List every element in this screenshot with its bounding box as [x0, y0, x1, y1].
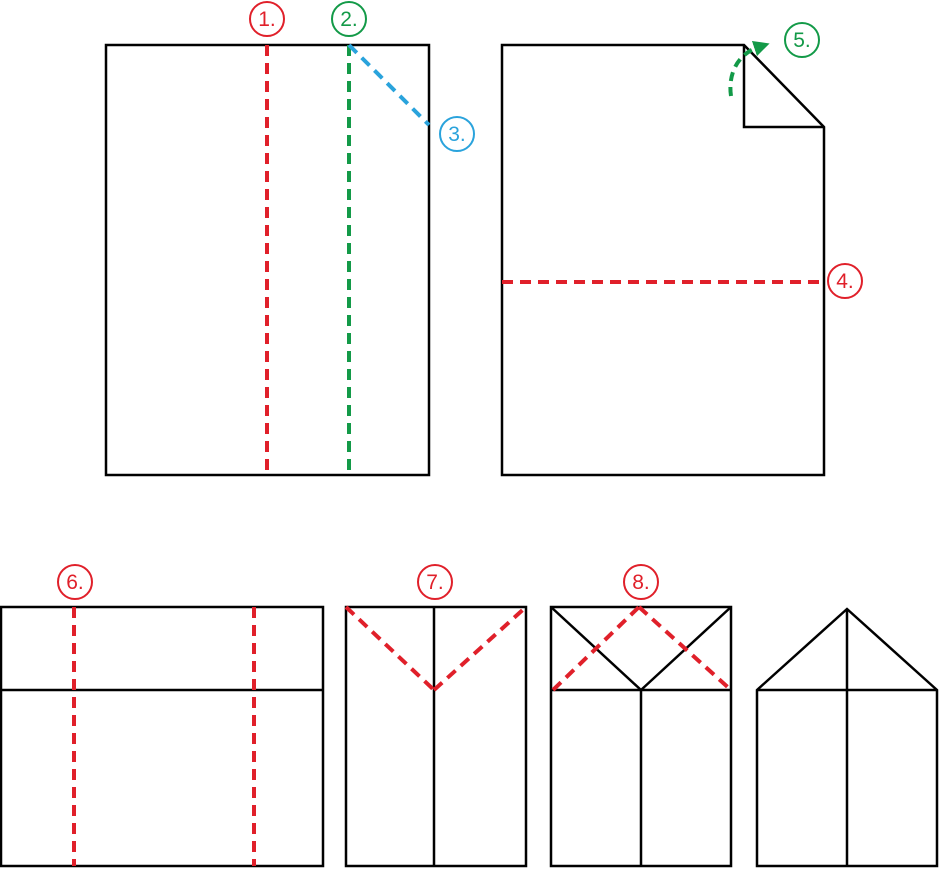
fold-line-7-right: [432, 605, 528, 692]
panel-horizontal-fold: 6.: [0, 564, 325, 868]
panel-diagonal-folds: 7.: [344, 564, 528, 868]
step-marker-3: 3.: [439, 116, 475, 152]
step-label-6: 6.: [66, 571, 84, 594]
step-label-7: 7.: [426, 571, 444, 594]
panel-triangle-flaps: 8.: [549, 564, 733, 868]
fold-arrow-5: [728, 40, 770, 97]
fold-line-8-right: [637, 605, 733, 692]
step-marker-4: 4.: [827, 263, 863, 299]
step-marker-8: 8.: [623, 564, 659, 600]
sheet-with-folded-corner-outline: [500, 43, 826, 477]
step-marker-1: 1.: [249, 1, 285, 37]
fold-line-8-left: [551, 605, 641, 692]
step-label-4: 4.: [836, 270, 854, 293]
panel-sheet-fold-lines: 1. 2. 3.: [104, 1, 475, 477]
house-outline: [755, 607, 939, 868]
step-label-8: 8.: [632, 571, 650, 594]
step-label-2: 2.: [340, 8, 358, 31]
step-label-5: 5.: [793, 29, 811, 52]
fold-line-7-left: [344, 605, 436, 692]
narrow-sheet-outline: [344, 605, 528, 868]
step-label-1: 1.: [258, 8, 276, 31]
step-marker-5: 5.: [784, 22, 820, 58]
fold-line-3: [347, 43, 431, 127]
step-marker-7: 7.: [417, 564, 453, 600]
panel-folded-corner: 4. 5.: [500, 22, 863, 477]
step-marker-6: 6.: [57, 564, 93, 600]
folded-sheet-outline: [0, 605, 325, 868]
step-marker-2: 2.: [331, 1, 367, 37]
panel-finished-house: [755, 607, 939, 868]
step-label-3: 3.: [448, 123, 466, 146]
folded-corner-flap: [742, 45, 824, 129]
